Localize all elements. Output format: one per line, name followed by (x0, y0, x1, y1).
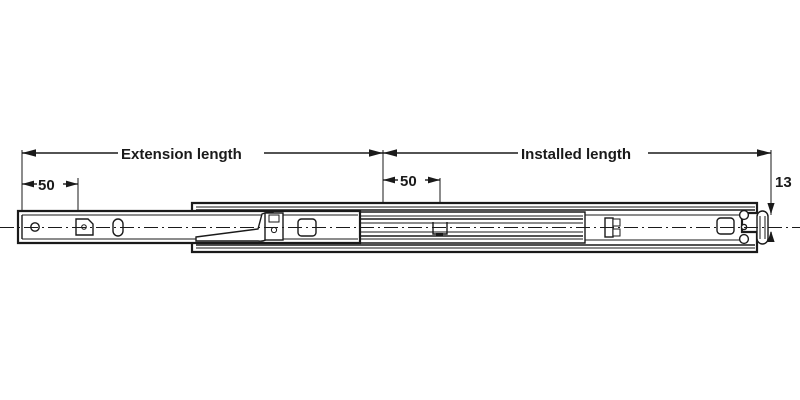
right-50-dimension (382, 153, 441, 232)
height-13-dimension (767, 153, 775, 242)
extension-length-label: Extension length (121, 146, 242, 163)
height-13-arrowhead-up (767, 231, 775, 242)
end-hole-upper (738, 209, 750, 221)
installed-right-arrowhead (757, 149, 771, 157)
right-50-arrowhead-left (383, 176, 395, 184)
detent-tab-top (612, 218, 621, 227)
end-retainer-block (716, 217, 735, 235)
end-hole-lower (738, 233, 750, 245)
detent-tab-bottom (612, 228, 621, 237)
installed-length-label: Installed length (521, 146, 631, 163)
latch-pivot-pin (270, 226, 278, 234)
extension-right-arrowhead (369, 149, 383, 157)
left-50-arrowhead-left (22, 180, 34, 188)
outer-member-end-features (716, 209, 769, 245)
right-50-label: 50 (400, 173, 417, 190)
left-50-arrowhead-right (66, 180, 78, 188)
left-50-dimension (21, 153, 79, 215)
height-13-label: 13 (775, 174, 792, 191)
right-50-arrowhead-right (428, 176, 440, 184)
height-13-arrowhead-down (767, 203, 775, 214)
extension-left-arrowhead (22, 149, 36, 157)
latch-housing-slot-top (268, 214, 280, 223)
reference-bracket-foot (436, 233, 443, 236)
left-50-label: 50 (38, 177, 55, 194)
installed-left-arrowhead (383, 149, 397, 157)
